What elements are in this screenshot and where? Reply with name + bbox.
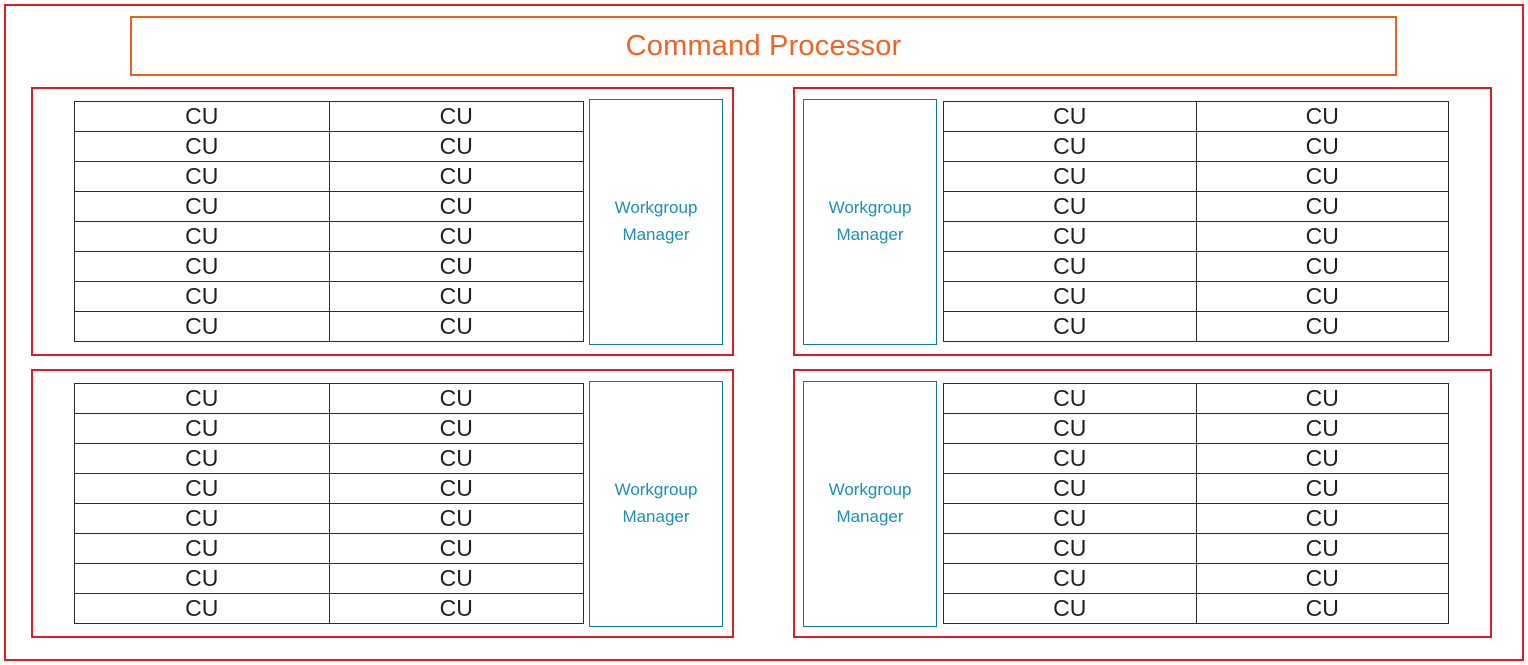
chip-outer-boundary (4, 4, 1524, 661)
compute-unit-cell: CU (1196, 564, 1449, 594)
compute-unit-cell: CU (75, 384, 330, 414)
workgroup-manager-box: Workgroup Manager (589, 380, 723, 627)
compute-unit-cell: CU (944, 252, 1197, 282)
compute-unit-cell: CU (1196, 132, 1449, 162)
compute-unit-cell: CU (944, 132, 1197, 162)
workgroup-manager-label: Workgroup Manager (828, 198, 912, 244)
compute-unit-cell: CU (75, 222, 330, 252)
compute-unit-cell: CU (329, 132, 584, 162)
compute-unit-cell: CU (329, 534, 584, 564)
compute-unit-cell: CU (75, 162, 330, 192)
workgroup-manager-box: Workgroup Manager (803, 98, 937, 345)
command-processor-title: Command Processor (625, 29, 902, 62)
compute-unit-cell: CU (329, 282, 584, 312)
compute-unit-cell: CU (944, 282, 1197, 312)
compute-unit-cell: CU (75, 312, 330, 342)
compute-unit-cell: CU (944, 414, 1197, 444)
compute-unit-cell: CU (1196, 102, 1449, 132)
compute-unit-cell: CU (1196, 474, 1449, 504)
compute-unit-cell: CU (329, 474, 584, 504)
compute-unit-cell: CU (329, 444, 584, 474)
compute-unit-cell: CU (1196, 312, 1449, 342)
compute-unit-cell: CU (1196, 504, 1449, 534)
compute-unit-cell: CU (1196, 282, 1449, 312)
compute-unit-cell: CU (75, 534, 330, 564)
workgroup-manager-label: Workgroup Manager (828, 480, 912, 526)
compute-unit-cell: CU (329, 564, 584, 594)
compute-unit-cell: CU (944, 102, 1197, 132)
compute-unit-cell: CU (75, 192, 330, 222)
compute-unit-cell: CU (1196, 384, 1449, 414)
compute-unit-cell: CU (75, 414, 330, 444)
compute-unit-cell: CU (944, 504, 1197, 534)
compute-unit-cell: CU (75, 132, 330, 162)
compute-unit-cell: CU (329, 222, 584, 252)
compute-unit-cell: CU (1196, 222, 1449, 252)
compute-unit-cell: CU (329, 414, 584, 444)
compute-unit-cell: CU (329, 162, 584, 192)
compute-unit-cell: CU (329, 384, 584, 414)
compute-unit-cell: CU (944, 534, 1197, 564)
compute-unit-cell: CU (944, 594, 1197, 624)
compute-unit-cell: CU (1196, 192, 1449, 222)
compute-unit-cell: CU (329, 192, 584, 222)
compute-unit-cell: CU (75, 102, 330, 132)
compute-unit-cell: CU (75, 252, 330, 282)
compute-unit-cell: CU (944, 444, 1197, 474)
compute-unit-cell: CU (329, 252, 584, 282)
workgroup-manager-box: Workgroup Manager (589, 98, 723, 345)
compute-unit-cell: CU (1196, 414, 1449, 444)
compute-unit-cell: CU (944, 384, 1197, 414)
compute-unit-cell: CU (1196, 594, 1449, 624)
compute-unit-cell: CU (944, 222, 1197, 252)
compute-unit-cell: CU (329, 102, 584, 132)
workgroup-manager-label: Workgroup Manager (614, 480, 698, 526)
compute-unit-cell: CU (944, 312, 1197, 342)
compute-unit-cell: CU (75, 474, 330, 504)
compute-unit-cell: CU (944, 162, 1197, 192)
compute-unit-cell: CU (1196, 252, 1449, 282)
compute-unit-cell: CU (75, 444, 330, 474)
workgroup-manager-label: Workgroup Manager (614, 198, 698, 244)
compute-unit-cell: CU (329, 594, 584, 624)
compute-unit-cell: CU (75, 282, 330, 312)
command-processor-header: Command Processor (130, 16, 1397, 76)
compute-unit-cell: CU (75, 564, 330, 594)
compute-unit-cell: CU (329, 504, 584, 534)
compute-unit-cell: CU (329, 312, 584, 342)
compute-unit-cell: CU (944, 474, 1197, 504)
workgroup-manager-box: Workgroup Manager (803, 380, 937, 627)
compute-unit-cell: CU (1196, 534, 1449, 564)
compute-unit-cell: CU (1196, 162, 1449, 192)
compute-unit-cell: CU (944, 564, 1197, 594)
compute-unit-cell: CU (75, 504, 330, 534)
compute-unit-cell: CU (75, 594, 330, 624)
compute-unit-cell: CU (944, 192, 1197, 222)
compute-unit-cell: CU (1196, 444, 1449, 474)
